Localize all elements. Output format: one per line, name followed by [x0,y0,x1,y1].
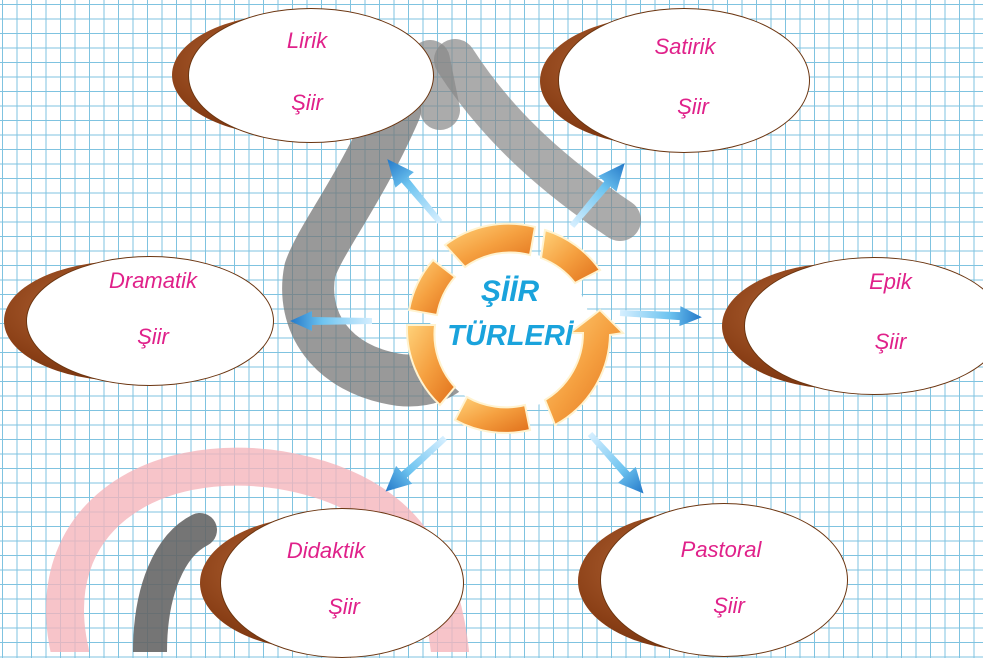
node-didaktik-line2: Şiir [328,594,360,619]
arrow-to-epik-icon [619,306,702,327]
node-lirik: Lirik Şiir [172,8,434,143]
node-lirik-line2: Şiir [291,90,323,115]
node-didaktik-line1: Didaktik [286,538,366,563]
node-pastoral-line2: Şiir [713,593,745,618]
node-satirik-line1: Satirik [654,34,716,59]
center-title-line2: TÜRLERİ [447,320,573,352]
node-epik-line1: Epik [869,269,912,294]
arrow-to-satirik-icon [569,163,625,228]
node-satirik-line2: Şiir [677,94,709,119]
center-hub: ŞİİR TÜRLERİ [395,215,625,445]
node-dramatik-line2: Şiir [137,324,169,349]
arrow-to-dramatik-icon [290,311,372,331]
node-pastoral-line1: Pastoral [680,537,762,562]
arrow-to-pastoral-icon [587,431,644,494]
node-satirik: Satirik Şiir [540,8,810,153]
node-pastoral: Pastoral Şiir [578,503,848,657]
center-title: ŞİİR TÜRLERİ [395,270,625,358]
node-dramatik-line1: Dramatik [108,268,197,293]
cycle-ring-icon [405,222,625,434]
node-epik: Epik Şiir [722,257,983,395]
node-didaktik: Didaktik Şiir [200,508,464,658]
arrow-to-lirik-icon [387,159,443,224]
arrow-to-didaktik-icon [385,435,448,492]
node-dramatik: Dramatik Şiir [4,256,274,386]
node-epik-line2: Şiir [874,329,907,354]
center-title-line1: ŞİİR [480,275,540,308]
node-lirik-line1: Lirik [286,28,328,53]
